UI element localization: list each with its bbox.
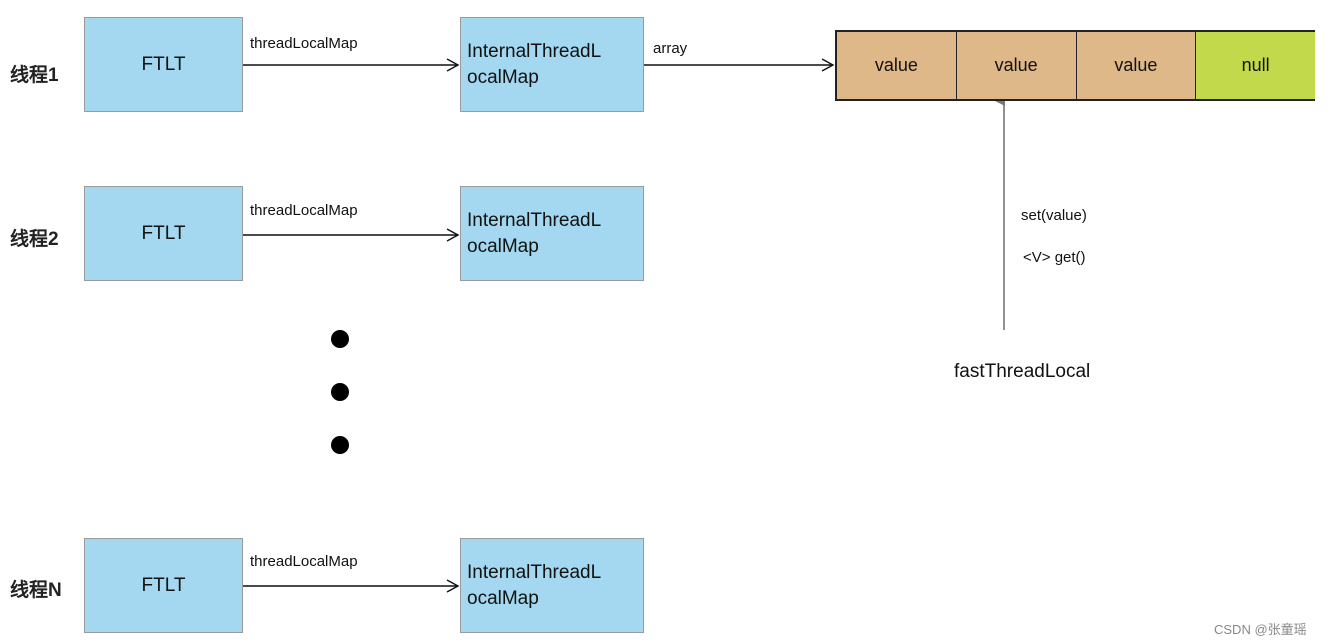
map-label-line1: InternalThreadL bbox=[467, 561, 602, 583]
map-label-line1: InternalThreadL bbox=[467, 209, 602, 231]
thread-1-edge-label: threadLocalMap bbox=[250, 35, 358, 52]
array-cell-value: value bbox=[1076, 32, 1197, 99]
map-label-line2: ocalMap bbox=[467, 66, 539, 88]
array-cell-null: null bbox=[1196, 32, 1315, 99]
fast-thread-local-label: fastThreadLocal bbox=[954, 361, 1091, 382]
thread-1-ftlt-box: FTLT bbox=[84, 17, 243, 112]
array-cell-value: value bbox=[837, 32, 957, 99]
ftlt-label: FTLT bbox=[141, 53, 186, 75]
ellipsis-dot bbox=[331, 436, 349, 454]
map-label-line1: InternalThreadL bbox=[467, 40, 602, 62]
thread-1-map-box: InternalThreadL ocalMap bbox=[460, 17, 644, 112]
ellipsis-dot bbox=[331, 383, 349, 401]
thread-2-label: 线程2 bbox=[10, 229, 59, 250]
thread-1-label: 线程1 bbox=[10, 65, 59, 86]
thread-n-label: 线程N bbox=[10, 580, 62, 601]
value-array: value value value null bbox=[835, 30, 1315, 101]
ftlt-label: FTLT bbox=[141, 222, 186, 244]
watermark: CSDN @张童瑶 bbox=[1214, 622, 1307, 637]
get-operation-label: <V> get() bbox=[1023, 249, 1086, 266]
thread-n-map-box: InternalThreadL ocalMap bbox=[460, 538, 644, 633]
thread-2-ftlt-box: FTLT bbox=[84, 186, 243, 281]
thread-n-edge-label: threadLocalMap bbox=[250, 553, 358, 570]
thread-2-map-box: InternalThreadL ocalMap bbox=[460, 186, 644, 281]
ftlt-label: FTLT bbox=[141, 574, 186, 596]
map-label-line2: ocalMap bbox=[467, 235, 539, 257]
ellipsis-dot bbox=[331, 330, 349, 348]
set-operation-label: set(value) bbox=[1021, 207, 1087, 224]
thread-n-ftlt-box: FTLT bbox=[84, 538, 243, 633]
map-label-line2: ocalMap bbox=[467, 587, 539, 609]
thread-2-edge-label: threadLocalMap bbox=[250, 202, 358, 219]
array-cell-value: value bbox=[956, 32, 1077, 99]
array-edge-label: array bbox=[653, 40, 688, 57]
